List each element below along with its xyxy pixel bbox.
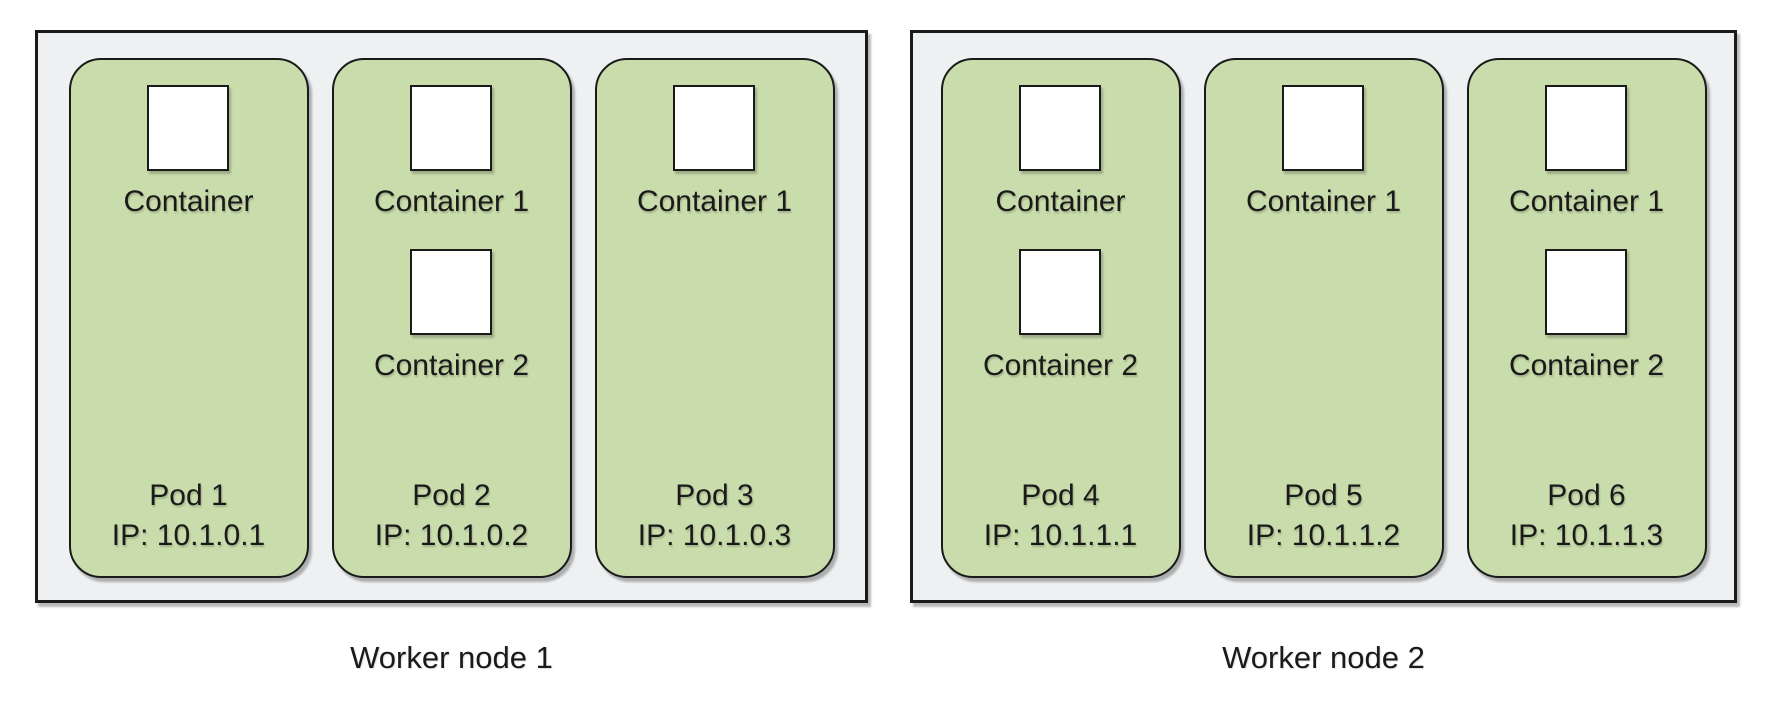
pod-name: Pod 1: [149, 479, 228, 512]
container-icon: [1545, 85, 1628, 171]
pod-ip: IP: 10.1.0.3: [637, 519, 792, 552]
container-icon: [1019, 249, 1102, 335]
pod-footer: Pod 3 IP: 10.1.0.3: [597, 476, 833, 556]
pod-name: Pod 4: [1021, 479, 1100, 512]
container-label: Container 1: [373, 185, 530, 218]
pod-3: Container 1 Pod 3 IP: 10.1.0.3: [594, 58, 835, 578]
pod-2: Container 1 Container 2 Pod 2 IP: 10.1.0…: [331, 58, 572, 578]
container-label: Container 2: [1508, 349, 1665, 382]
pod-footer: Pod 4 IP: 10.1.1.1: [943, 476, 1179, 556]
container-icon: [147, 85, 230, 171]
worker-node-1-box: Container Pod 1 IP: 10.1.0.1 Container 1…: [35, 30, 868, 603]
pod-ip: IP: 10.1.1.2: [1246, 519, 1401, 552]
worker-node-2-box: Container Container 2 Pod 4 IP: 10.1.1.1…: [910, 30, 1737, 603]
container-icon: [1545, 249, 1628, 335]
pod-footer: Pod 1 IP: 10.1.0.1: [71, 476, 307, 556]
container-unit: Container 2: [1509, 249, 1664, 385]
pod-name: Pod 3: [675, 479, 754, 512]
pod-4: Container Container 2 Pod 4 IP: 10.1.1.1: [940, 58, 1181, 578]
pod-5: Container 1 Pod 5 IP: 10.1.1.2: [1203, 58, 1444, 578]
pod-name: Pod 2: [412, 479, 491, 512]
container-icon: [410, 85, 493, 171]
container-unit: Container: [995, 85, 1126, 221]
container-unit: Container 2: [983, 249, 1138, 385]
container-unit: Container 2: [374, 249, 529, 385]
container-icon: [673, 85, 756, 171]
container-icon: [410, 249, 493, 335]
container-label: Container 2: [982, 349, 1139, 382]
pod-ip: IP: 10.1.1.3: [1509, 519, 1664, 552]
container-icon: [1019, 85, 1102, 171]
container-icon: [1282, 85, 1365, 171]
pod-1: Container Pod 1 IP: 10.1.0.1: [68, 58, 309, 578]
container-label: Container 1: [1508, 185, 1665, 218]
worker-node-2-label: Worker node 2: [1222, 640, 1425, 675]
worker-node-2-group: Container Container 2 Pod 4 IP: 10.1.1.1…: [910, 30, 1737, 677]
container-label: Container 2: [373, 349, 530, 382]
container-label: Container 1: [1245, 185, 1402, 218]
container-unit: Container 1: [1509, 85, 1664, 221]
worker-node-1-group: Container Pod 1 IP: 10.1.0.1 Container 1…: [35, 30, 868, 677]
pod-ip: IP: 10.1.1.1: [983, 519, 1138, 552]
container-unit: Container 1: [637, 85, 792, 221]
pod-name: Pod 6: [1547, 479, 1626, 512]
container-unit: Container 1: [374, 85, 529, 221]
pod-footer: Pod 6 IP: 10.1.1.3: [1469, 476, 1705, 556]
worker-node-1-label: Worker node 1: [350, 640, 553, 675]
pod-footer: Pod 5 IP: 10.1.1.2: [1206, 476, 1442, 556]
pod-footer: Pod 2 IP: 10.1.0.2: [334, 476, 570, 556]
pod-name: Pod 5: [1284, 479, 1363, 512]
container-label: Container: [995, 185, 1126, 218]
pod-6: Container 1 Container 2 Pod 6 IP: 10.1.1…: [1466, 58, 1707, 578]
container-label: Container 1: [636, 185, 793, 218]
pod-ip: IP: 10.1.0.1: [111, 519, 266, 552]
container-unit: Container: [123, 85, 254, 221]
pod-ip: IP: 10.1.0.2: [374, 519, 529, 552]
container-label: Container: [123, 185, 254, 218]
container-unit: Container 1: [1246, 85, 1401, 221]
